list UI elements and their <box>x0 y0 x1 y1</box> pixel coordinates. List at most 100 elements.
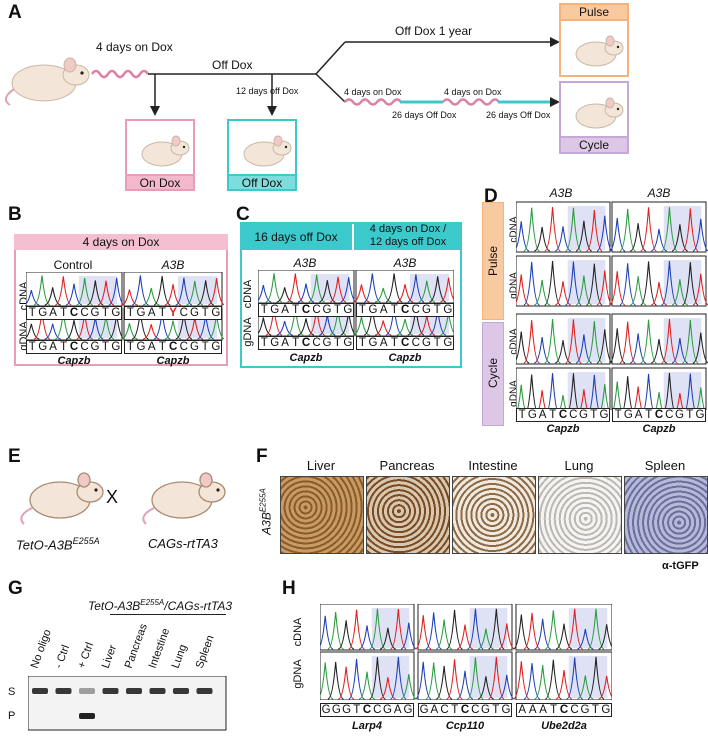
trace-peak <box>565 261 582 306</box>
trace-peak <box>651 339 667 364</box>
base-letter: G <box>421 304 431 316</box>
base-letter: G <box>599 409 609 421</box>
trace-peak <box>544 206 561 252</box>
base-letter: T <box>260 304 268 316</box>
label-4-days-on-1: 4 days on Dox <box>344 87 402 97</box>
gel-band-s <box>196 688 213 694</box>
panel-g-band-p: P <box>8 710 16 722</box>
gel-lane-label: Pancreas <box>122 622 150 670</box>
trace-peak <box>121 323 138 340</box>
base-letter: T <box>126 307 134 319</box>
base-letter: G <box>136 341 146 353</box>
mouse-icon-teto <box>20 472 104 525</box>
trace-peak <box>696 387 706 410</box>
trace-peak <box>596 270 613 306</box>
base-letter: C <box>179 341 188 353</box>
trace-peak <box>600 383 610 410</box>
tissue-image-intestine <box>452 476 536 554</box>
gel-lane-label: Spleen <box>193 633 217 670</box>
trace-peak <box>565 319 582 364</box>
base-letter: T <box>358 337 366 349</box>
base-letter: C <box>373 704 382 716</box>
trace-peak <box>596 329 613 364</box>
trace-peak <box>619 208 636 252</box>
trace-peak <box>516 384 526 410</box>
base-letter: C <box>558 409 568 421</box>
trace-peak <box>577 628 594 650</box>
panel-b-col-control: Control <box>53 258 93 272</box>
panel-c-header1-bg <box>240 222 352 250</box>
trace-peak <box>692 332 708 364</box>
trace-peak <box>692 273 708 306</box>
panel-f-antibody: α-tGFP <box>662 560 699 572</box>
panel-c-header-2a: 4 days on Dox / <box>369 223 447 235</box>
panel-f-row-label: A3BE255A <box>259 482 274 542</box>
base-letter: G <box>211 307 221 319</box>
panel-h-gene-2: Ccp110 <box>445 720 485 732</box>
trace-peak <box>131 275 149 306</box>
base-letter: G <box>270 337 280 349</box>
panel-c-header-2b: 12 days off Dox <box>369 236 447 248</box>
trace-peak <box>643 373 654 410</box>
base-letter: T <box>101 307 109 319</box>
panel-b-gene-2: Capzb <box>156 355 190 367</box>
base-letter: C <box>570 704 579 716</box>
trace-peak <box>671 338 688 364</box>
trace-peak <box>359 625 375 650</box>
base-letter: C <box>471 704 480 716</box>
base-letter: G <box>322 304 332 316</box>
trace-peak <box>446 659 463 700</box>
box-cycle-label: Cycle <box>578 138 609 152</box>
trace-peak <box>258 284 272 303</box>
trace-peak <box>348 609 365 650</box>
trace-peak <box>568 373 579 410</box>
base-letter: G <box>90 307 100 319</box>
trace-peak <box>467 657 484 700</box>
panel-g-header-rest: /CAGs-rtTA3 <box>164 599 233 613</box>
base-letter: C <box>440 704 449 716</box>
box-off-dox-label: Off Dox <box>241 176 283 190</box>
trace-peak <box>559 395 567 410</box>
trace-peak <box>446 609 463 650</box>
base-letter: G <box>419 704 429 716</box>
trace-peak <box>587 608 605 650</box>
trace-peak <box>208 278 224 306</box>
trace-peak <box>619 321 636 364</box>
base-letter: T <box>686 409 694 421</box>
base-letter: T <box>60 307 68 319</box>
base-letter: G <box>321 704 331 716</box>
base-letter: C <box>411 304 420 316</box>
base-letter: A <box>281 304 289 316</box>
trace-peak <box>612 381 622 410</box>
panel-c-row-cdna: cDNA <box>242 279 254 309</box>
panel-label-a: A <box>8 2 22 23</box>
trace-peak <box>467 608 484 650</box>
panel-d-cycle-bar <box>482 322 504 426</box>
base-letter: T <box>549 409 557 421</box>
panel-h-gene-3: Ube2d2a <box>541 720 587 732</box>
trace-peak <box>685 373 696 410</box>
panel-label-b: B <box>8 204 22 225</box>
panel-label-d: D <box>484 186 498 207</box>
trace-peak <box>477 676 494 700</box>
base-letter: Y <box>169 307 177 319</box>
base-letter: C <box>80 307 89 319</box>
gel-band-s <box>149 688 166 694</box>
trace-peak <box>630 223 647 252</box>
base-letter: T <box>101 341 109 353</box>
base-letter: G <box>38 341 48 353</box>
tissue-label-liver: Liver <box>306 458 336 473</box>
gel-band-s <box>55 688 72 694</box>
panel-b-col-a3b: A3B <box>161 258 185 272</box>
base-letter: T <box>353 704 361 716</box>
base-letter: C <box>168 341 178 353</box>
panel-b-gene-1: Capzb <box>57 355 91 367</box>
base-letter: G <box>695 409 705 421</box>
tissue-image-lung <box>538 476 622 554</box>
